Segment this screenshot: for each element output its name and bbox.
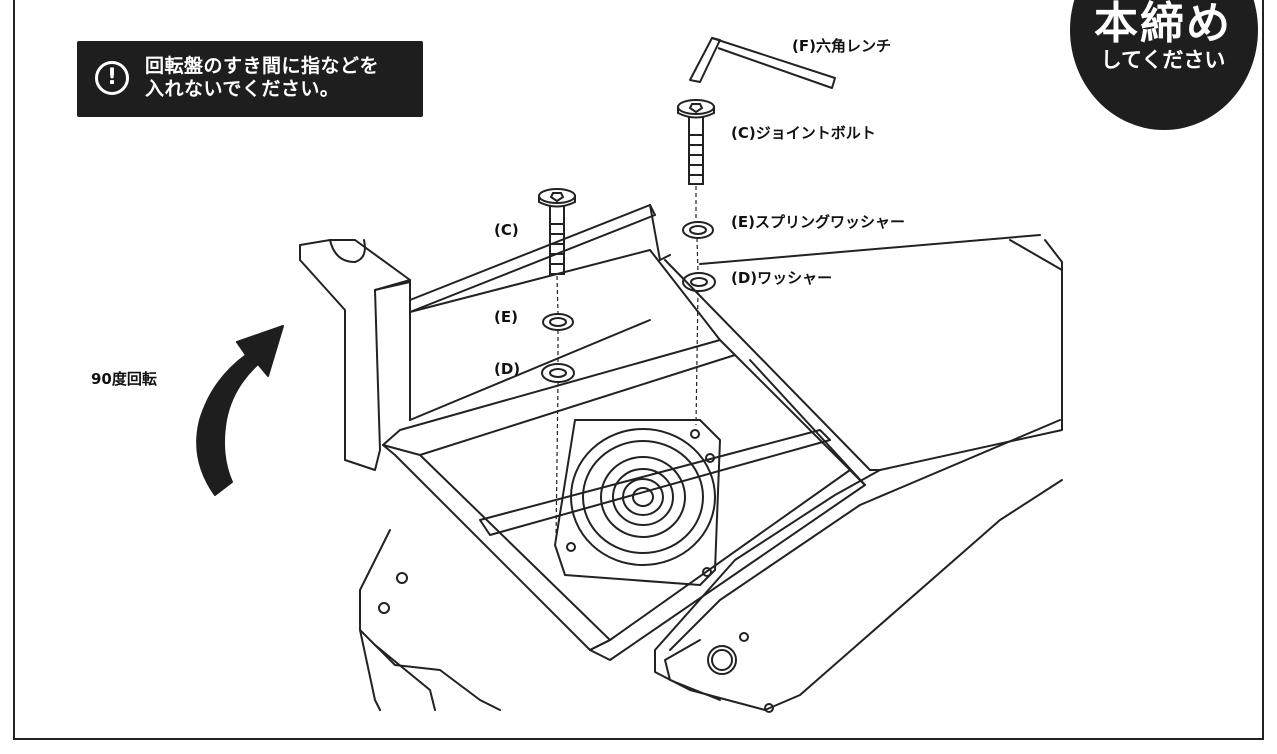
warning-line-2: 入れないでください。 [145,78,340,100]
plate-hole-3 [702,567,712,577]
tighten-badge-sub: してください [1100,48,1226,72]
label-rotation: 90度回転 [91,370,157,388]
spring-washer-left-icon [542,313,574,331]
hex-wrench-icon [689,37,836,89]
plate-hole-2 [690,429,700,439]
tighten-badge-main: 本締め [1094,0,1232,49]
label-washer: (D)ワッシャー [731,269,833,287]
turntable-plate [554,419,721,586]
warning-line-1: 回転盤のすき間に指などを [145,55,380,77]
frame-border-left [13,0,15,740]
frame-border-bottom [13,738,1264,740]
washer-left-icon [541,363,575,383]
label-bolt-c: (C) [494,221,519,239]
alignment-line-left-1 [556,275,559,315]
warning-text: 回転盤のすき間に指などを 入れないでください。 [145,55,379,101]
label-spring-washer-e: (E) [494,308,518,326]
label-joint-bolt: (C)ジョイントボルト [731,124,876,142]
label-hex-wrench: (F)六角レンチ [792,37,891,55]
spring-washer-right-icon [682,221,714,239]
plate-hole-1 [566,542,576,552]
frame-border-right [1262,0,1264,740]
rotation-arrow-icon [196,325,284,496]
seat-panel-right [654,239,1063,711]
rail-right [734,354,866,486]
plate-hole-4 [705,453,715,463]
joint-bolt-right-icon [677,99,715,185]
washer-right-icon [682,272,716,292]
warning-box: ! 回転盤のすき間に指などを 入れないでください。 [77,41,423,117]
label-washer-d: (D) [494,360,521,378]
base-lower-left [359,529,501,711]
base-hole-1 [396,572,408,584]
bearing-outer [570,428,716,566]
chair-post-left [299,244,411,471]
joint-bolt-left-icon [538,188,576,275]
label-spring-washer: (E)スプリングワッシャー [731,213,905,231]
exclamation-circle-icon: ! [95,61,129,95]
base-hole-large [707,645,737,675]
frame-crossbar-upper [409,204,656,313]
rail-front-left [382,339,736,456]
base-hole-2 [378,602,390,614]
